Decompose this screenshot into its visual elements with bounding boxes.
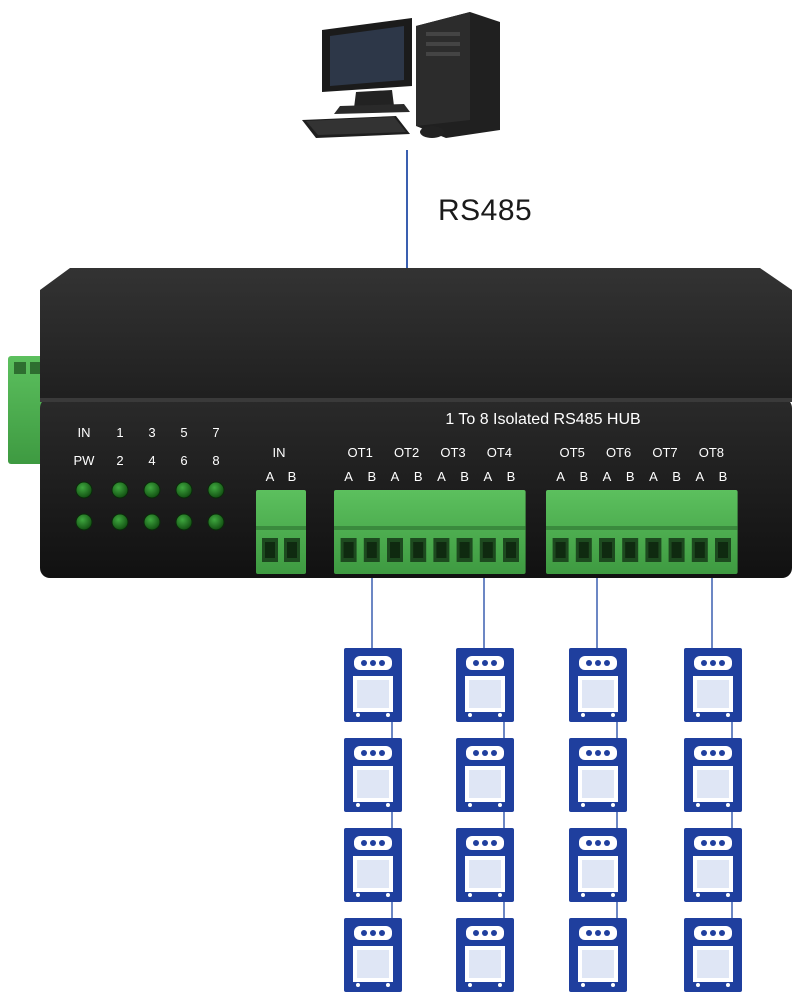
rs485-device-icon (569, 918, 627, 992)
led-label: 3 (148, 425, 155, 440)
led-label: 5 (180, 425, 187, 440)
pin-label: B (507, 469, 516, 484)
rs485-device-icon (344, 648, 402, 722)
rs485-device-icon (456, 648, 514, 722)
device-grid (344, 578, 742, 992)
led-label: 4 (148, 453, 155, 468)
hub-title: 1 To 8 Isolated RS485 HUB (445, 411, 640, 428)
led-label: 6 (180, 453, 187, 468)
pin-label: A (344, 469, 353, 484)
led-panel: IN 1 3 5 7PW 2 4 6 8 (74, 425, 225, 531)
rs485-device-icon (344, 828, 402, 902)
status-led (175, 481, 193, 499)
output-port-label: OT2 (394, 445, 419, 460)
pin-label: A (649, 469, 658, 484)
power-terminal (8, 356, 48, 464)
status-led (111, 481, 129, 499)
pin-label: A (603, 469, 612, 484)
led-label: 2 (116, 453, 123, 468)
computer-icon (302, 12, 500, 138)
status-led (175, 513, 193, 531)
status-led (143, 513, 161, 531)
status-led (207, 481, 225, 499)
rs485-device-icon (684, 918, 742, 992)
rs485-device-icon (569, 738, 627, 812)
rs485-device-icon (569, 828, 627, 902)
rs485-device-icon (684, 738, 742, 812)
terminal-block (334, 490, 526, 574)
rs485-device-icon (344, 918, 402, 992)
rs485-device-icon (456, 918, 514, 992)
output-port-label: OT4 (487, 445, 512, 460)
led-label: 8 (212, 453, 219, 468)
pin-label: A (391, 469, 400, 484)
pin-label: A (266, 469, 275, 484)
status-led (143, 481, 161, 499)
pin-label: B (626, 469, 635, 484)
led-label: 7 (212, 425, 219, 440)
rs485-device-icon (456, 828, 514, 902)
pin-label: A (556, 469, 565, 484)
status-led (207, 513, 225, 531)
output-port-label: OT6 (606, 445, 631, 460)
bus-label: RS485 (438, 194, 533, 227)
pin-label: A (437, 469, 446, 484)
led-label: IN (78, 425, 91, 440)
status-led (75, 481, 93, 499)
pin-label: B (579, 469, 588, 484)
pin-label: A (695, 469, 704, 484)
rs485-device-icon (684, 648, 742, 722)
led-label: PW (74, 453, 96, 468)
pin-label: B (414, 469, 423, 484)
status-led (75, 513, 93, 531)
output-port-label: OT8 (699, 445, 724, 460)
rs485-device-icon (569, 648, 627, 722)
led-label: 1 (116, 425, 123, 440)
pin-label: B (672, 469, 681, 484)
pin-label: B (367, 469, 376, 484)
pin-label: B (460, 469, 469, 484)
input-port-label: IN (273, 445, 286, 460)
rs485-device-icon (344, 738, 402, 812)
rs485-device-icon (456, 738, 514, 812)
rs485-device-icon (684, 828, 742, 902)
terminal-block (546, 490, 738, 574)
pin-label: A (483, 469, 492, 484)
output-port-label: OT7 (652, 445, 677, 460)
pin-label: B (288, 469, 297, 484)
status-led (111, 513, 129, 531)
output-port-label: OT3 (440, 445, 465, 460)
output-port-label: OT5 (560, 445, 585, 460)
pin-label: B (719, 469, 728, 484)
output-port-label: OT1 (348, 445, 373, 460)
